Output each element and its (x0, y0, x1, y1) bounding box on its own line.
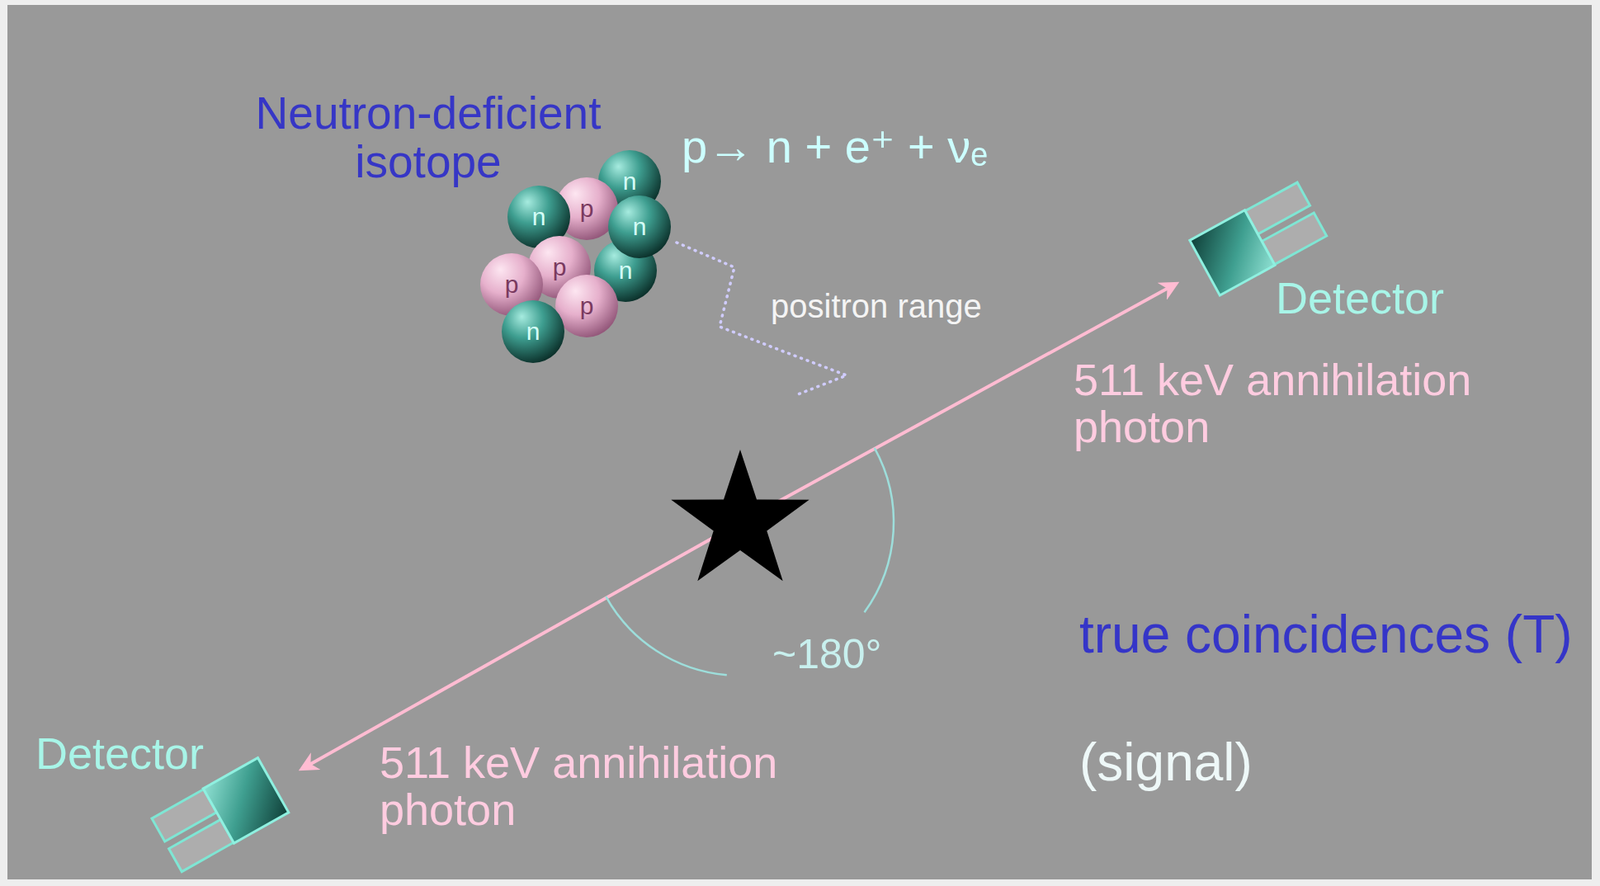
coincidence-label: true coincidences (T) (1079, 604, 1573, 666)
ball-circle (608, 195, 671, 259)
decay-equation: p→ n + e⁺ + νₑ (681, 120, 988, 174)
nucleon-letter: p (580, 293, 595, 319)
nucleon-letter: p (505, 272, 520, 298)
nucleon-letter: p (552, 254, 567, 280)
nucleon-letter: n (618, 258, 633, 284)
ball-circle (555, 274, 619, 338)
isotope-label: Neutron-deficient isotope (230, 89, 627, 188)
nucleon-letter: p (580, 196, 595, 222)
angle-label: ~180° (772, 631, 883, 680)
nucleon-ball: n (501, 300, 565, 364)
nucleon-letter: n (526, 319, 541, 345)
nucleon-letter: n (532, 204, 547, 230)
nucleon-letter: n (623, 169, 638, 194)
nucleon-ball: n (608, 195, 671, 259)
photon-label: 511 keV annihilation photon (379, 739, 826, 833)
ball-circle (501, 300, 565, 364)
positron-range-label: positron range (770, 287, 982, 326)
photon-label: 511 keV annihilation photon (1073, 356, 1520, 450)
annihilation-star (670, 449, 809, 581)
detector-label: Detector (1275, 272, 1445, 324)
background-panel (7, 4, 1592, 880)
nucleon-letter: n (632, 214, 647, 240)
angle-arc (864, 448, 895, 614)
detector-label: Detector (35, 727, 204, 779)
nucleon-ball: p (555, 274, 619, 338)
angle-arc (605, 596, 727, 675)
signal-label: (signal) (1079, 732, 1253, 794)
